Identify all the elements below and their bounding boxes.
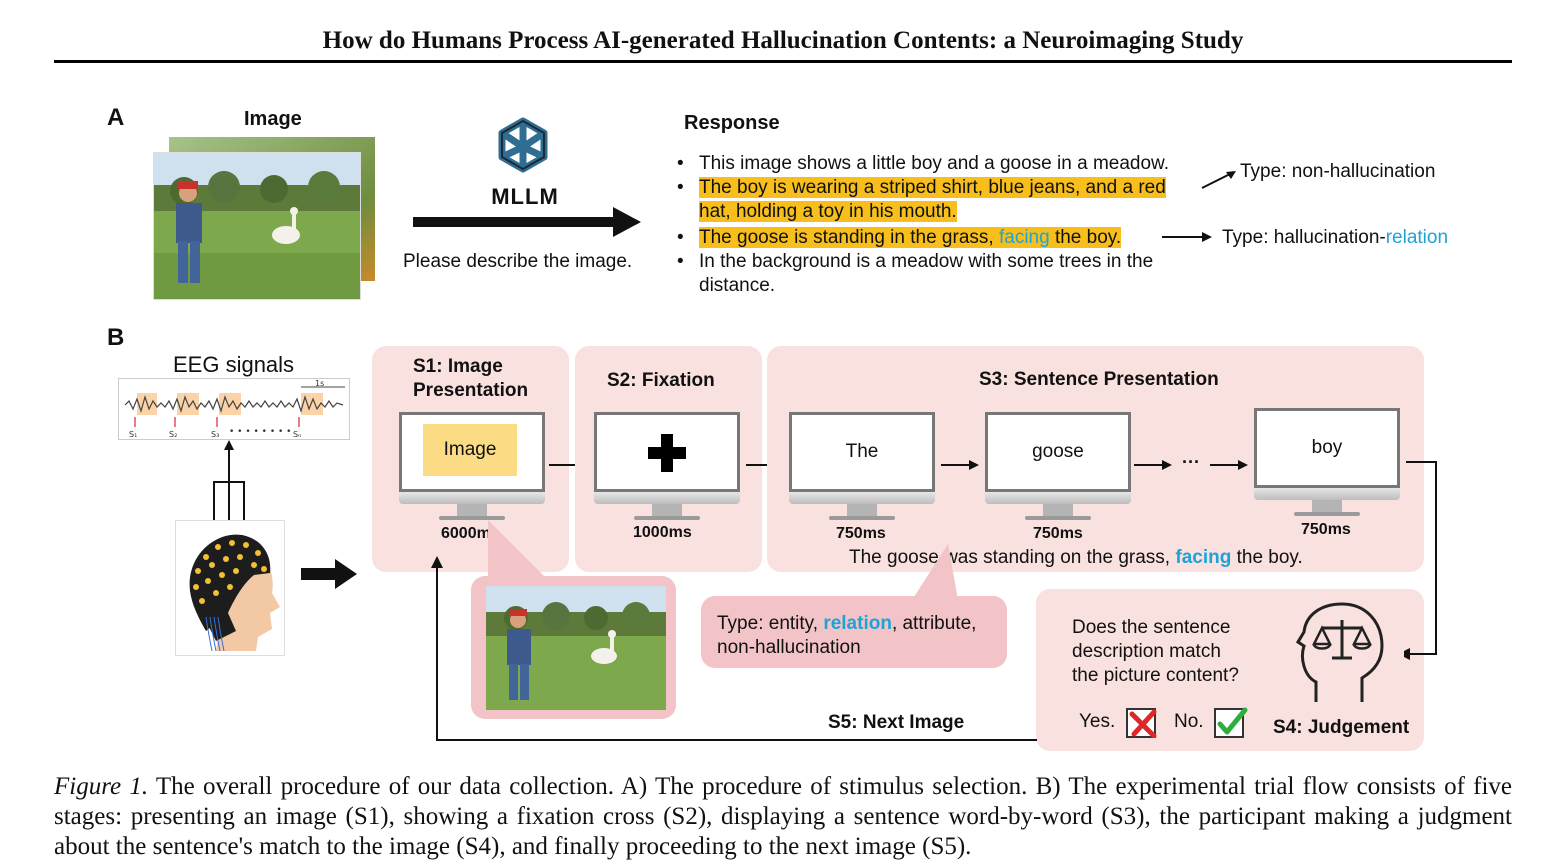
word-goose: goose <box>985 412 1131 492</box>
response-list: This image shows a little boy and a goos… <box>675 152 1235 298</box>
no-label: No. <box>1174 711 1204 732</box>
head-scales-icon <box>1295 602 1386 706</box>
response-label: Response <box>684 112 780 134</box>
word-the: The <box>789 412 935 492</box>
s3-to-s4-connector <box>1398 454 1444 664</box>
type-hallucination-relation: Type: hallucination-relation <box>1222 227 1449 248</box>
response-bullet-continuation: distance. <box>699 275 776 296</box>
head-to-stage-arrow <box>301 559 359 589</box>
eeg-marker: S₂ <box>169 430 177 439</box>
image-label: Image <box>244 108 302 130</box>
word-boy: boy <box>1254 408 1400 488</box>
title-rule <box>54 60 1512 63</box>
stage-s5-title: S5: Next Image <box>828 712 965 733</box>
ellipsis: ··· <box>1182 452 1200 472</box>
image-screen-label: Image <box>423 424 517 476</box>
eeg-signal-plot: 1s • • • • • • • • S₁ S₂ S₃ Sₙ <box>118 378 350 440</box>
s3-duration: 750ms <box>836 525 886 542</box>
response-bullet: This image shows a little boy and a goos… <box>675 152 1235 176</box>
eeg-up-arrow <box>210 438 250 520</box>
type-non-hallucination: Type: non-hallucination <box>1240 161 1436 182</box>
s3-duration: 750ms <box>1301 521 1351 538</box>
response-bullet: In the background is a meadow with some … <box>675 250 1235 274</box>
type-bubble: Type: entity, relation, attribute, non-h… <box>701 596 1007 668</box>
s3-duration: 750ms <box>1033 525 1083 542</box>
image-callout <box>471 576 676 719</box>
eeg-marker: Sₙ <box>293 430 301 439</box>
panel-b-letter: B <box>107 324 125 351</box>
mllm-label: MLLM <box>491 184 559 209</box>
s5-return-connector <box>427 552 1039 744</box>
stage-s4-title: S4: Judgement <box>1273 717 1410 738</box>
eeg-marker: S₃ <box>211 430 219 439</box>
panel-a-letter: A <box>107 104 125 131</box>
yes-checkbox-cross-icon[interactable] <box>1126 706 1158 739</box>
stage-s1-title: S1: Image Presentation <box>413 356 529 401</box>
s2-duration: 1000ms <box>633 524 692 541</box>
paper-title: How do Humans Process AI-generated Hallu… <box>322 27 1244 54</box>
prompt-text: Please describe the image. <box>403 251 633 272</box>
response-bullet-continuation: hat, holding a toy in his mouth. <box>699 201 957 222</box>
type-arrow-1 <box>1200 168 1240 192</box>
type-arrow-2 <box>1162 230 1214 244</box>
type-bubble-tail <box>900 544 960 600</box>
stage-s2-title: S2: Fixation <box>607 370 715 391</box>
monitor-s1: Image <box>399 412 545 520</box>
s3-sentence: The goose was standing on the grass, fac… <box>849 547 1303 568</box>
stage-s3-title: S3: Sentence Presentation <box>979 369 1219 390</box>
flow-arrow <box>1210 458 1250 472</box>
boy-goose-photo <box>486 586 666 710</box>
eeg-label: EEG signals <box>173 352 295 377</box>
image-callout-tail <box>488 520 548 580</box>
boy-goose-photo <box>153 152 361 300</box>
monitor-s3-word: boy <box>1254 408 1400 516</box>
no-checkbox-check-icon[interactable] <box>1214 706 1248 738</box>
response-bullet: The boy is wearing a striped shirt, blue… <box>675 176 1235 200</box>
response-bullet: The goose is standing in the grass, faci… <box>675 226 1235 250</box>
monitor-s2 <box>594 412 740 520</box>
eeg-scale-label: 1s <box>315 379 324 388</box>
flow-arrow <box>1134 458 1174 472</box>
eeg-cap-head-icon <box>175 520 285 656</box>
openai-logo-icon <box>486 113 560 185</box>
mllm-arrow <box>413 205 645 239</box>
s1-duration: 6000ms <box>441 525 500 542</box>
figure-caption: Figure 1. The overall procedure of our d… <box>54 773 1512 860</box>
eeg-marker: S₁ <box>129 430 137 439</box>
monitor-s3-word: goose <box>985 412 1131 520</box>
monitor-s3-word: The <box>789 412 935 520</box>
svg-text:• • • • • • • •: • • • • • • • • <box>229 427 292 437</box>
flow-arrow <box>941 458 981 472</box>
yes-label: Yes. <box>1079 711 1116 732</box>
s4-question: Does the sentence description match the … <box>1072 617 1239 686</box>
